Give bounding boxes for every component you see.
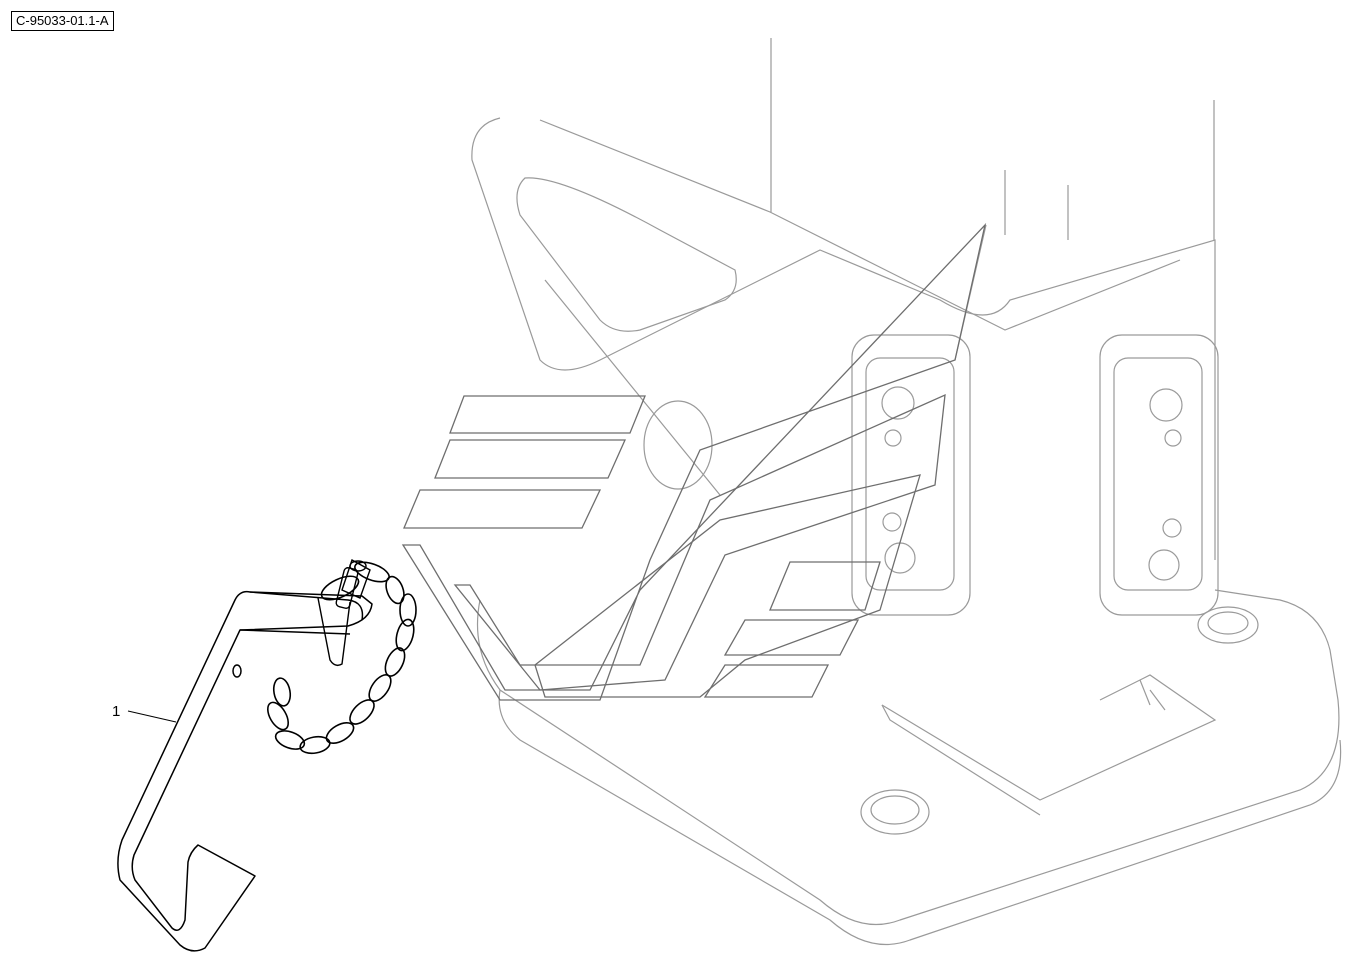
ghost-hitch-assembly [471,38,1342,946]
drawing-reference-code: C-95033-01.1-A [11,11,114,31]
watermark-logo [401,222,987,701]
part-1-hitch-pin [117,590,373,952]
chain [266,561,417,755]
callout-1-label: 1 [112,703,121,720]
callout-1-leader [127,710,177,723]
